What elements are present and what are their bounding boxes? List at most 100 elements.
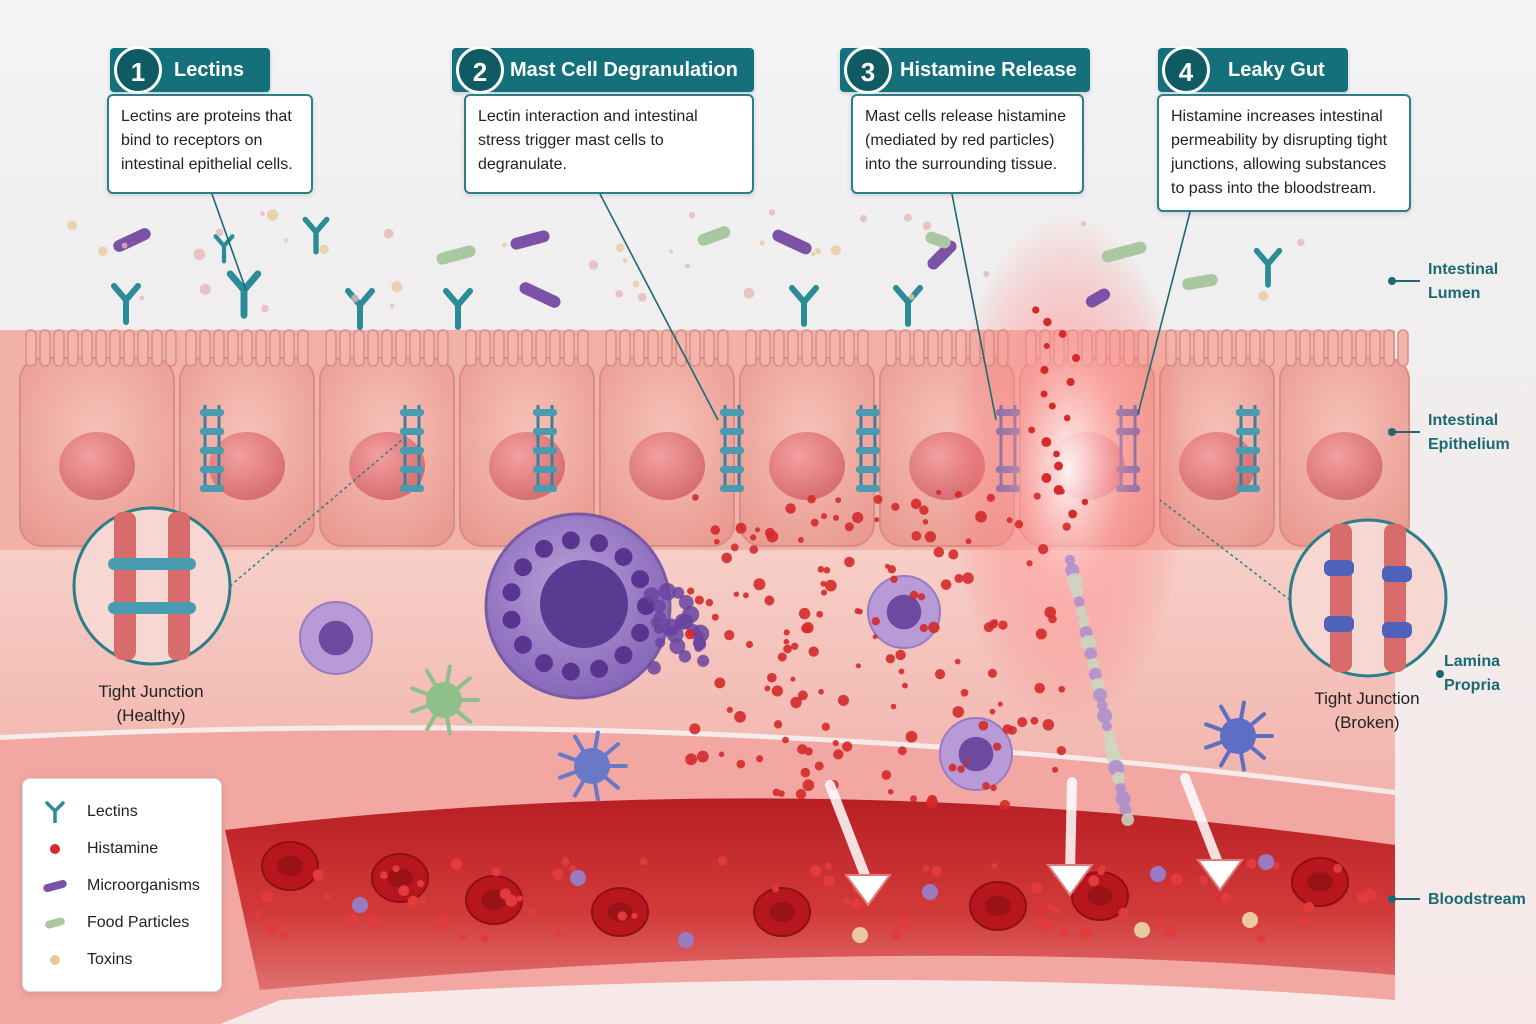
- released-granule: [658, 582, 677, 601]
- toxin-particle: [67, 220, 78, 231]
- histamine-particle: [825, 579, 837, 592]
- blood-histamine: [1155, 920, 1165, 930]
- immune-cell-nucleus: [886, 594, 922, 630]
- callout-line: [1137, 211, 1191, 415]
- histamine-particle: [871, 617, 880, 626]
- legend-label-food-particles: Food Particles: [87, 914, 190, 931]
- histamine-particle: [772, 788, 781, 797]
- tight-junction-broken-inset: [1288, 518, 1448, 678]
- tight-junction-broken-caption: Tight Junction (Broken): [1314, 689, 1420, 732]
- blood-histamine: [1272, 862, 1280, 870]
- histamine-particle: [881, 770, 892, 780]
- histamine-particle: [823, 566, 831, 574]
- histamine-particle: [1058, 330, 1067, 338]
- toxin-particle: [684, 263, 690, 269]
- blood-microorganism: [1258, 854, 1274, 870]
- legend-item-lectins: Lectins: [37, 797, 217, 827]
- leaking-particle: [1097, 700, 1108, 711]
- histamine-particle: [841, 741, 853, 752]
- label-lamina-propria: Lamina Propria: [1444, 653, 1501, 694]
- blood-histamine: [561, 857, 570, 866]
- histamine-particle: [753, 578, 766, 591]
- step-4-number: 4: [1162, 46, 1210, 94]
- cell-nucleus: [1306, 432, 1383, 500]
- microvillus: [703, 329, 715, 367]
- legend: Lectins Histamine Microorganisms Food Pa…: [22, 778, 222, 992]
- histamine-particle: [988, 619, 998, 629]
- dendritic-cell-green: [410, 664, 480, 736]
- histamine-particle: [978, 720, 989, 731]
- mast-cell-granule: [513, 635, 532, 654]
- microvillus: [137, 329, 149, 367]
- histamine-particle: [767, 672, 777, 683]
- lectin-molecule: [893, 285, 923, 327]
- histamine-particle: [989, 708, 996, 715]
- mast-cell-granule: [561, 531, 580, 550]
- histamine-particle: [696, 750, 709, 763]
- mast-cell: [484, 512, 710, 700]
- toxin-particle: [615, 290, 624, 298]
- histamine-particle: [997, 701, 1003, 707]
- mast-cell-granule: [513, 558, 532, 577]
- mast-cell-granule: [590, 534, 609, 553]
- inset-membrane: [1330, 524, 1352, 672]
- leak-arrow-shaft: [1065, 777, 1077, 878]
- histamine-particle: [986, 493, 995, 502]
- released-granule: [678, 650, 692, 663]
- microvillus: [1355, 329, 1367, 367]
- blood-toxin: [852, 927, 868, 943]
- blood-histamine: [639, 857, 648, 866]
- junction-rung: [856, 447, 880, 454]
- leaking-particle: [1084, 647, 1098, 660]
- epithelium-line: [1394, 431, 1420, 433]
- dendritic-cell-body: [426, 682, 462, 718]
- histamine-particle: [783, 629, 790, 636]
- histamine-particle: [810, 518, 819, 527]
- microorganism: [1085, 288, 1111, 308]
- histamine-particle: [990, 784, 997, 792]
- legend-label-toxins: Toxins: [87, 951, 133, 968]
- histamine-particle: [936, 489, 942, 496]
- histamine-particle: [756, 755, 764, 763]
- microvillus: [199, 329, 211, 367]
- junction-rung: [400, 428, 424, 435]
- histamine-particle: [771, 685, 783, 697]
- blood-histamine: [931, 865, 942, 877]
- microvillus: [1299, 329, 1311, 367]
- histamine-particle: [982, 782, 990, 790]
- blood-toxin: [1134, 922, 1150, 938]
- blood-toxin: [1242, 912, 1258, 928]
- legend-label-lectins: Lectins: [87, 803, 138, 820]
- blood-histamine: [419, 897, 426, 904]
- junction-rung: [400, 409, 424, 416]
- lectin-molecule: [111, 283, 141, 325]
- histamine-particle: [1054, 461, 1063, 471]
- histamine-particle: [835, 497, 842, 504]
- epithelial-cell: [19, 329, 177, 547]
- blood-histamine: [459, 933, 467, 941]
- histamine-particle: [922, 519, 929, 525]
- blood-histamine: [1097, 867, 1105, 876]
- toxin-particle: [351, 294, 359, 303]
- blood-histamine: [1079, 927, 1092, 940]
- microvillus: [1221, 329, 1233, 367]
- junction-rung: [1236, 485, 1260, 492]
- inset-broken-protein: [1382, 566, 1412, 582]
- inset-junction-protein: [108, 558, 196, 570]
- microvillus: [941, 329, 953, 367]
- mast-cell-granule: [561, 662, 580, 681]
- histamine-particle: [1058, 685, 1066, 693]
- histamine-particle: [948, 549, 959, 560]
- blood-histamine: [718, 856, 728, 866]
- histamine-particle: [954, 573, 964, 583]
- microvillus: [1285, 329, 1297, 367]
- microvillus: [885, 329, 897, 367]
- toxin-particle: [199, 283, 211, 295]
- blood-histamine: [631, 912, 638, 919]
- microvillus: [1263, 329, 1275, 367]
- histamine-particle: [785, 503, 796, 514]
- inset-membrane: [168, 512, 190, 660]
- microvillus: [1193, 329, 1205, 367]
- microvillus: [81, 329, 93, 367]
- leaking-particle: [1115, 791, 1131, 807]
